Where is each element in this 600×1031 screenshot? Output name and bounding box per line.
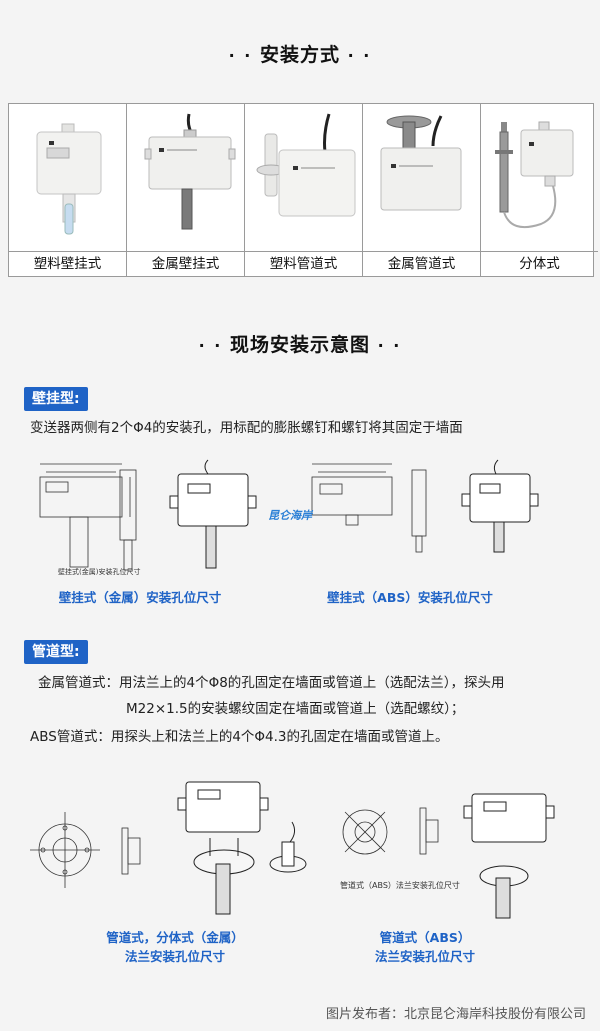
plastic-duct-transmitter-image: [245, 104, 362, 252]
site-section-title: · · 现场安装示意图 · ·: [0, 330, 600, 357]
site-title-dots-right: · ·: [377, 336, 402, 355]
plastic-wall-transmitter-image: [9, 104, 126, 252]
duct-description-line1: 金属管道式：用法兰上的4个Φ8的孔固定在墙面或管道上（选配法兰），探头用: [38, 675, 505, 691]
site-title-dots-left: · ·: [198, 336, 223, 355]
wall-type-tag: 壁挂型:: [24, 387, 88, 411]
mount-label-plastic-duct: 塑料管道式: [269, 256, 338, 272]
metal-wall-transmitter-image: [127, 104, 244, 252]
duct-abs-caption: 管道式（ABS） 法兰安装孔位尺寸: [340, 927, 510, 965]
mount-label-metal-duct: 金属管道式: [387, 256, 456, 272]
site-title-text: 现场安装示意图: [229, 334, 370, 356]
mount-label-split: 分体式: [519, 256, 560, 272]
mount-cell-metal-duct: 金属管道式: [363, 104, 481, 276]
metal-duct-transmitter-image: [363, 104, 480, 252]
watermark-logo: 昆仑海岸: [268, 509, 312, 522]
title-dots-right: · ·: [347, 46, 372, 65]
title-dots-left: · ·: [228, 46, 253, 65]
duct-type-tag: 管道型:: [24, 640, 88, 664]
wall-mount-diagrams: [39, 459, 539, 571]
wall-metal-caption: 壁挂式（金属）安装孔位尺寸: [58, 590, 222, 605]
footer-publisher: 图片发布者：北京昆仑海岸科技股份有限公司: [325, 1007, 586, 1022]
mount-cell-plastic-wall: 塑料壁挂式: [9, 104, 127, 276]
mount-types-table: 塑料壁挂式 金属壁挂式: [8, 103, 598, 277]
duct-abs-caption-line2: 法兰安装孔位尺寸: [374, 949, 475, 964]
duct-description-line2: M22×1.5的安装螺纹固定在墙面或管道上（选配螺纹）；: [126, 701, 465, 717]
mount-cell-plastic-duct: 塑料管道式: [245, 104, 363, 276]
wall-description: 变送器两侧有2个Φ4的安装孔，用标配的膨胀螺钉和螺钉将其固定于墙面: [30, 420, 463, 436]
duct-metal-caption-line2: 法兰安装孔位尺寸: [124, 949, 225, 964]
mount-label-metal-wall: 金属壁挂式: [151, 256, 220, 272]
install-title-text: 安装方式: [259, 44, 340, 66]
duct-metal-caption-line1: 管道式，分体式（金属）: [106, 930, 244, 945]
mount-label-plastic-wall: 塑料壁挂式: [33, 256, 102, 272]
duct-abs-caption-line1: 管道式（ABS）: [379, 930, 471, 945]
mount-cell-split: 分体式: [481, 104, 598, 276]
wall-abs-caption: 壁挂式（ABS）安装孔位尺寸: [327, 590, 493, 605]
duct-mount-diagrams: [30, 781, 555, 919]
wall-metal-small-note: 壁挂式(金属)安装孔位尺寸: [58, 568, 141, 576]
mount-cell-metal-wall: 金属壁挂式: [127, 104, 245, 276]
duct-description-line3: ABS管道式：用探头上和法兰上的4个Φ4.3的孔固定在墙面或管道上。: [30, 729, 449, 745]
split-transmitter-image: [481, 104, 598, 252]
duct-metal-caption: 管道式，分体式（金属） 法兰安装孔位尺寸: [80, 927, 270, 965]
install-section-title: · · 安装方式 · ·: [0, 40, 600, 67]
duct-abs-small-note: 管道式（ABS）法兰安装孔位尺寸: [340, 881, 460, 890]
